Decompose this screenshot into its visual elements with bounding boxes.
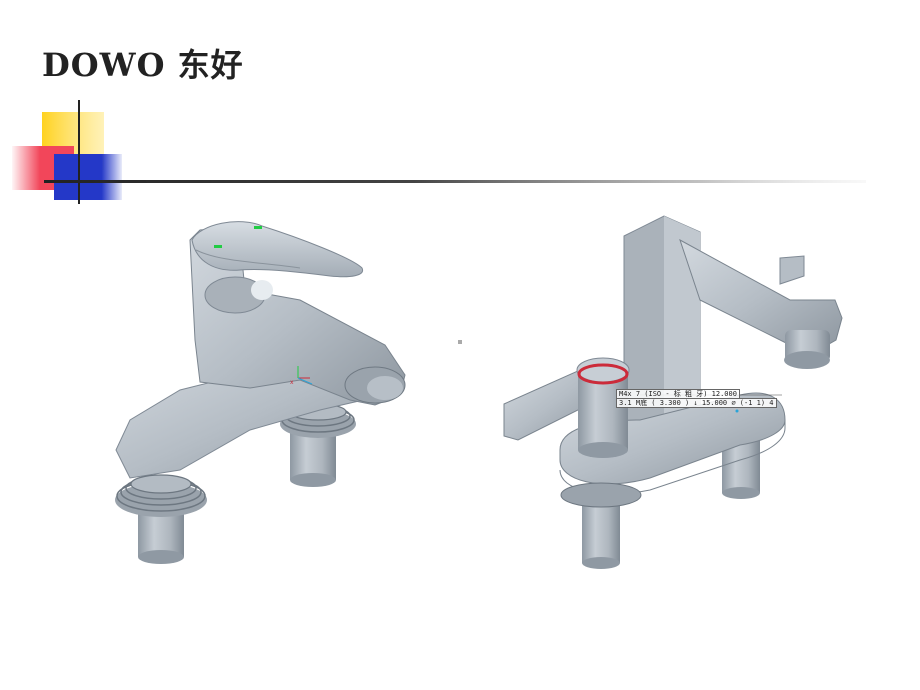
deco-red-block [12, 146, 74, 190]
svg-text:x: x [290, 379, 294, 386]
center-mark [458, 340, 462, 344]
axis-gizmo: x [290, 366, 313, 386]
marker-green-2 [254, 226, 262, 229]
marker-green-1 [214, 245, 222, 248]
left-handle-lever [191, 221, 364, 278]
deco-yellow-block [42, 112, 104, 170]
product-drawings: x [115, 215, 843, 569]
header-divider-rule [44, 180, 866, 183]
left-faucet-figure: x [115, 221, 406, 564]
left-front-leg [115, 474, 207, 564]
dimension-annotation-line-2: 3.1 M底 ( 3.300 ) ↓ 15.000 ⌀ (-1 1) 4 [616, 398, 777, 408]
right-spout-arm [679, 238, 843, 353]
annotation-dot [735, 409, 739, 413]
brand-logo: DOWO 东好 [42, 46, 244, 84]
right-cap-red-ring [577, 363, 629, 385]
title-decoration [12, 100, 866, 204]
deco-blue-block [54, 154, 122, 200]
